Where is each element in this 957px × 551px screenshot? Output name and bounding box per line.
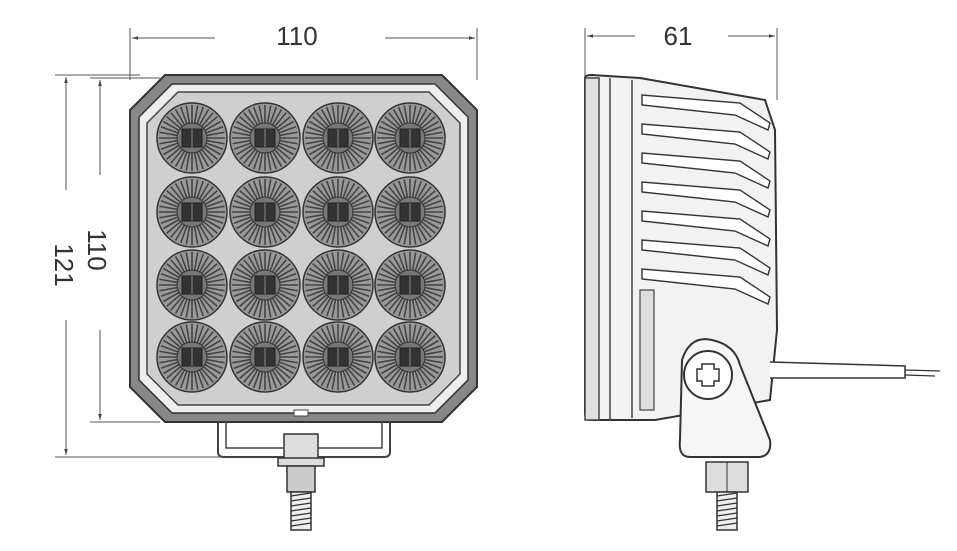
front-height-total-label: 121: [49, 243, 79, 286]
front-height-inner-label: 110: [82, 229, 112, 270]
cable: [769, 361, 906, 379]
led-lens: [156, 176, 228, 248]
led-array: [156, 102, 446, 393]
led-lens: [229, 321, 301, 393]
dimension-side-depth: [584, 28, 778, 100]
led-lens: [302, 249, 374, 321]
cooling-fin: [641, 181, 771, 218]
led-lens: [229, 102, 301, 174]
led-lens: [374, 176, 446, 248]
led-lens: [374, 102, 446, 174]
led-lens: [229, 176, 301, 248]
led-lens: [156, 321, 228, 393]
side-depth-label: 61: [664, 21, 693, 51]
pivot-bolt-icon: [696, 363, 720, 387]
led-lens: [302, 321, 374, 393]
led-lens: [374, 249, 446, 321]
bolt-thread: [290, 491, 312, 531]
cooling-fins: [641, 94, 771, 305]
bolt-nut: [283, 433, 319, 461]
front-view: [129, 74, 478, 531]
cooling-fin: [641, 268, 771, 305]
dimension-front-height-inner: [90, 77, 160, 423]
led-lens: [374, 321, 446, 393]
cooling-fin: [641, 94, 771, 131]
cooling-fin: [641, 239, 771, 276]
led-lens: [302, 176, 374, 248]
dimension-front-height-total: [55, 74, 230, 458]
led-lens: [229, 249, 301, 321]
led-lens: [302, 102, 374, 174]
side-bolt-thread: [716, 491, 738, 531]
dimension-front-width: [129, 28, 478, 80]
side-view: [584, 73, 941, 531]
led-lens: [156, 102, 228, 174]
cooling-fin: [641, 152, 771, 189]
led-lens: [156, 249, 228, 321]
cooling-fin: [641, 123, 771, 160]
front-width-label: 110: [276, 21, 317, 51]
cooling-fin: [641, 210, 771, 247]
